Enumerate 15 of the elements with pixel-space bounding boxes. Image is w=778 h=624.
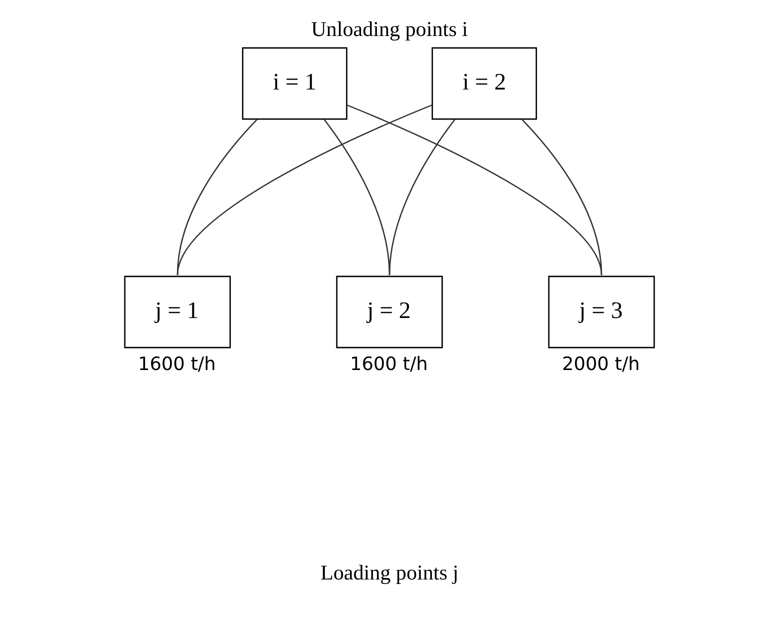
connector (520, 118, 602, 276)
node-label: 1600 t/h (349, 354, 428, 376)
connector (322, 118, 390, 276)
node-box: j = 1 (124, 276, 230, 348)
node-box: i = 1 (242, 47, 347, 120)
node-label: 2000 t/h (562, 354, 640, 376)
diagram-title: Unloading points i (310, 16, 468, 41)
node-box: j = 2 (336, 276, 442, 348)
node-box: j = 3 (548, 276, 654, 348)
node-label: 1600 t/h (137, 354, 216, 376)
connector (176, 104, 432, 276)
connector (346, 104, 602, 276)
caption: Loading points j (320, 560, 458, 585)
node-box: i = 2 (431, 47, 536, 120)
connector (388, 118, 456, 276)
